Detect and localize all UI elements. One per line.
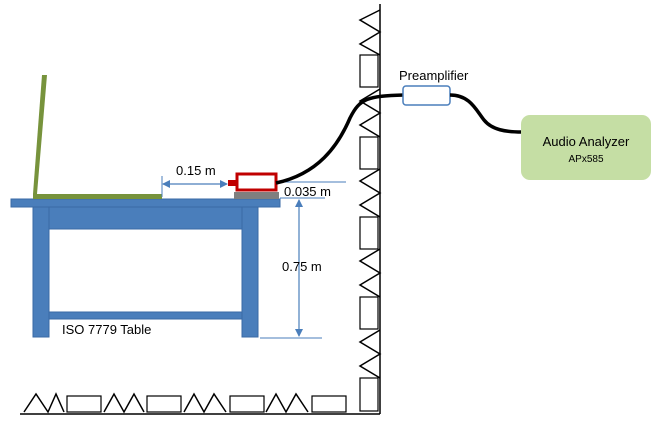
acoustic-wedge-wall-icon [358,4,382,414]
mic-base [234,192,279,199]
table-label: ISO 7779 Table [62,322,152,337]
table [10,198,281,338]
acoustic-wedge-floor-icon [20,392,380,415]
laptop-base [33,194,162,199]
audio-analyzer-box: Audio Analyzer APx585 [521,115,651,180]
cable-mic-to-preamp [275,93,405,185]
table-top [10,198,281,208]
microphone-icon [228,172,279,199]
preamplifier-box [402,85,451,106]
audio-analyzer-title: Audio Analyzer [542,134,630,149]
cable-preamp-to-analyzer [449,93,523,134]
table-apron [48,206,243,230]
dimension-label-distance: 0.15 m [176,163,216,178]
dimension-horizontal [161,176,228,197]
dimension-vertical [260,197,325,339]
mic-body [235,172,278,192]
dimension-label-table-height: 0.75 m [282,259,322,274]
preamplifier-label: Preamplifier [399,68,469,83]
laptop-screen [33,75,47,194]
table-leg-right [241,206,259,338]
mic-capsule [228,180,236,186]
audio-analyzer-model: APx585 [568,154,604,165]
dimension-label-mic-height: 0.035 m [284,184,331,199]
laptop-icon [33,75,162,199]
table-crossbar [48,311,243,320]
table-leg-left [32,206,50,338]
